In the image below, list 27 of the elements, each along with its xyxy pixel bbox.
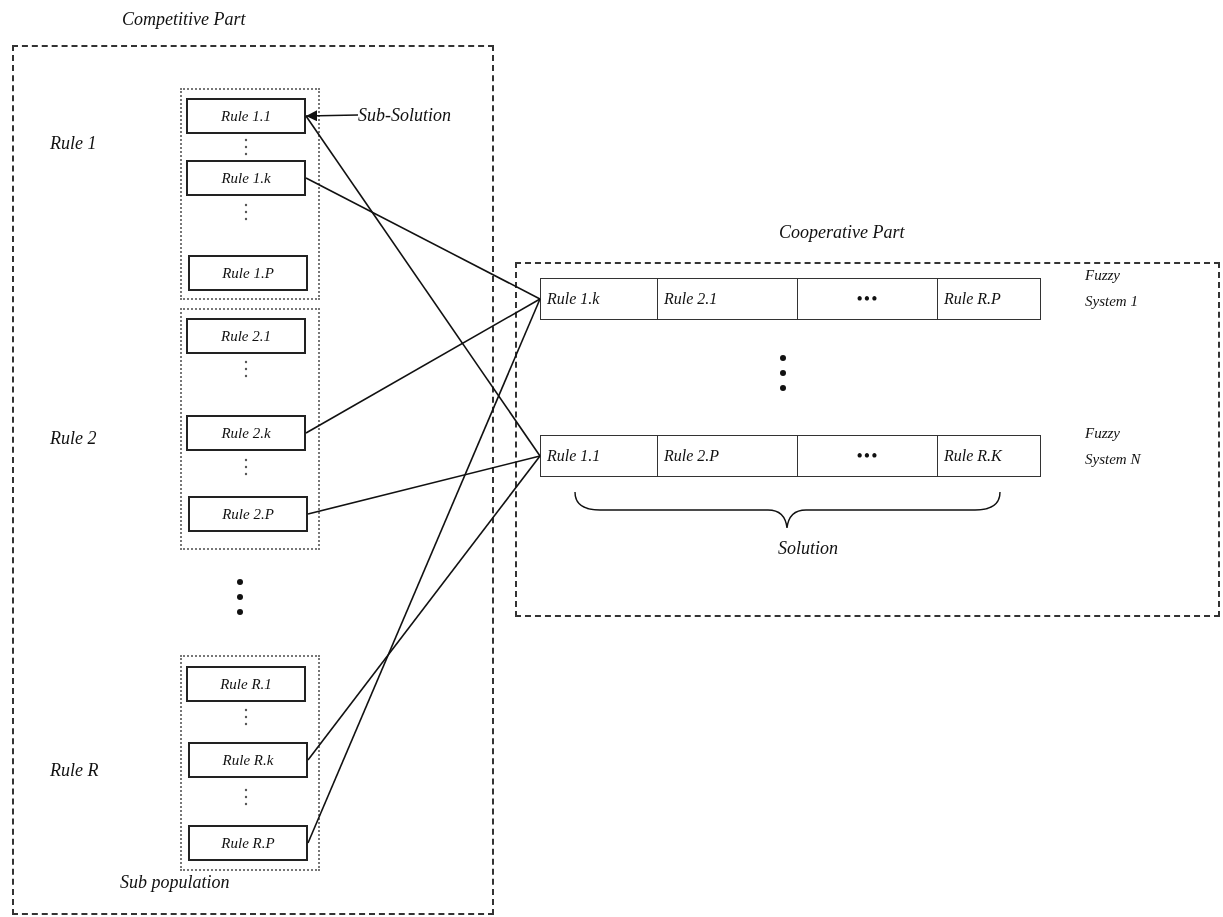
rule-group-label: Rule 1: [50, 133, 97, 154]
table-cell: Rule 1.1: [540, 435, 658, 477]
system-label: Fuzzy System N: [1085, 424, 1142, 469]
subpopulation-box: [180, 308, 320, 550]
subpopulation-box: [180, 88, 320, 300]
population-caption: Sub population: [120, 872, 230, 893]
connector-line: [305, 115, 541, 457]
connector-line: [305, 298, 541, 434]
region-title: Cooperative Part: [779, 222, 905, 243]
rule-group-label: Rule R: [50, 760, 99, 781]
table-cell: •••: [797, 278, 938, 320]
table-cell: Rule 1.k: [540, 278, 658, 320]
table-cell: Rule R.P: [937, 278, 1041, 320]
table-cell: Rule 2.P: [657, 435, 798, 477]
subpopulation-box: [180, 655, 320, 871]
connector-line: [305, 177, 541, 300]
table-cell: Rule R.K: [937, 435, 1041, 477]
table-cell: Rule 2.1: [657, 278, 798, 320]
system-label: Fuzzy System 1: [1085, 266, 1139, 311]
region-title: Competitive Part: [122, 9, 246, 30]
connector-line: [307, 455, 541, 761]
brace-caption: Solution: [778, 538, 838, 559]
callout-text: Sub-Solution: [358, 100, 468, 130]
rule-group-label: Rule 2: [50, 428, 97, 449]
table-cell: •••: [797, 435, 938, 477]
connector-line: [307, 455, 541, 515]
arrow: [305, 110, 359, 122]
